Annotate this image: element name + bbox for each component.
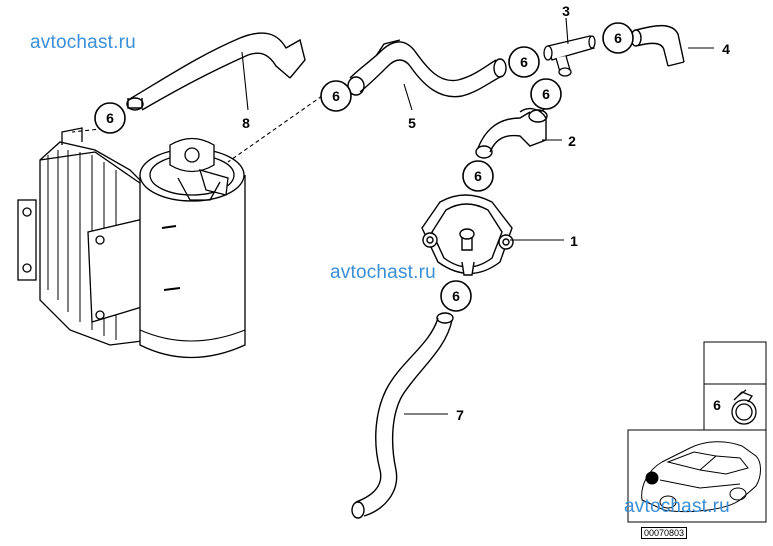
leader-lines (71, 17, 714, 415)
balloon-6-a: 6 (106, 110, 114, 126)
balloon-6-f: 6 (474, 168, 482, 184)
part-labels: 8 5 3 4 2 1 7 (242, 3, 730, 423)
hose-8 (126, 32, 306, 111)
legend-panel (703, 341, 767, 431)
label-1: 1 (570, 233, 578, 249)
watermark-top-left: avtochast.ru (30, 32, 136, 53)
legend-item-6: 6 (713, 397, 721, 413)
balloon-6-c: 6 (520, 54, 528, 70)
hose-2 (475, 107, 548, 159)
label-7: 7 (456, 407, 464, 423)
hose-4 (630, 24, 685, 67)
balloon-6-g: 6 (452, 288, 460, 304)
callout-balloons: 6 6 6 6 6 6 6 (94, 22, 634, 312)
hose-7 (351, 312, 454, 519)
hose-5 (347, 39, 507, 98)
label-5: 5 (408, 115, 416, 131)
balloon-6-e: 6 (542, 86, 550, 102)
t-connector-3 (543, 35, 596, 77)
watermark-bottom-right: avtochast.ru (624, 496, 730, 517)
balloon-6-d: 6 (614, 30, 622, 46)
label-3: 3 (562, 3, 570, 19)
valve-housing-1 (421, 194, 514, 276)
balloon-6-b: 6 (332, 88, 340, 104)
car-locator-thumbnail (627, 429, 767, 523)
charcoal-canister-assembly (17, 127, 246, 359)
diagram-reference-number: 00070803 (641, 527, 688, 539)
label-4: 4 (722, 41, 730, 57)
label-8: 8 (242, 115, 250, 131)
watermark-center: avtochast.ru (330, 262, 436, 283)
location-marker (645, 471, 659, 485)
hose-clamp-icon (731, 389, 757, 425)
label-2: 2 (568, 133, 576, 149)
